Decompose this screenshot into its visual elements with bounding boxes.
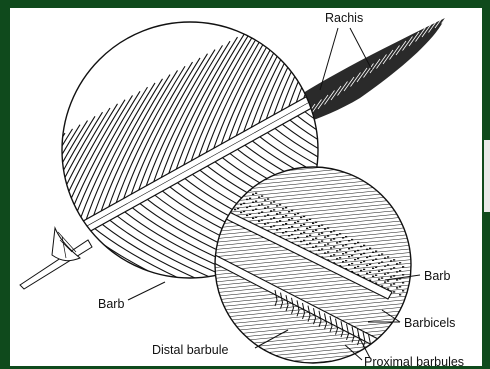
rachis-label: Rachis bbox=[325, 11, 363, 25]
proximal-barbules-label: Proximal barbules bbox=[364, 355, 464, 369]
right-edge-notch bbox=[484, 140, 490, 212]
barbicels-label: Barbicels bbox=[404, 316, 455, 330]
barb-label-inset: Barb bbox=[424, 269, 450, 283]
distal-barbule-label: Distal barbule bbox=[152, 343, 228, 357]
barb-label-large: Barb bbox=[98, 297, 124, 311]
